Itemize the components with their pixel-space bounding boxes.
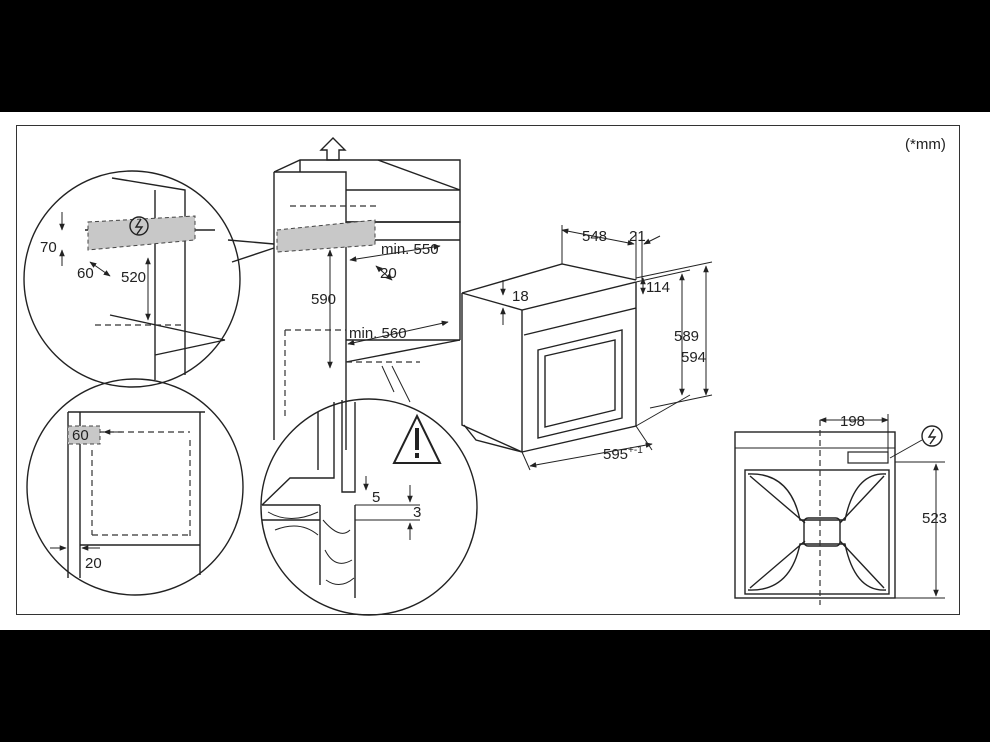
warning-triangle-icon [392, 413, 442, 464]
dim-520: 520 [121, 269, 146, 286]
diagram-frame [16, 125, 960, 615]
detail-bubble-top-left [23, 170, 275, 388]
dim-20-bottom: 20 [85, 555, 102, 572]
electrical-connection-icon-top-view [921, 425, 943, 447]
dim-594: 594 [681, 349, 706, 366]
dim-114: 114 [646, 279, 670, 296]
dim-548: 548 [582, 228, 607, 245]
dim-595-value: 595 [603, 446, 628, 463]
dim-60-top: 60 [77, 265, 94, 282]
electrical-connection-icon [129, 216, 149, 236]
dim-21: 21 [629, 228, 646, 245]
dim-18: 18 [512, 288, 529, 305]
cabinet-drawing [273, 137, 461, 450]
dim-min-560: min. 560 [349, 325, 407, 342]
dim-70: 70 [40, 239, 57, 256]
dim-5: 5 [372, 489, 380, 506]
units-note: (*mm) [905, 136, 946, 153]
dim-523: 523 [922, 510, 947, 527]
dim-595: 595+-1 [603, 445, 643, 463]
dim-60-bottom: 60 [72, 427, 89, 444]
dim-589: 589 [674, 328, 699, 345]
dim-3: 3 [413, 504, 421, 521]
dim-595-tolerance: +-1 [628, 445, 643, 456]
dim-min-550: min. 550 [381, 241, 439, 258]
dim-590: 590 [311, 291, 336, 308]
top-view-drawing [734, 414, 945, 605]
dim-20-top: 20 [380, 265, 397, 282]
up-arrow-icon [319, 137, 347, 161]
dim-198: 198 [840, 413, 865, 430]
detail-bubble-bottom-left [26, 378, 244, 596]
detail-bubble-bottom-center [260, 398, 478, 616]
oven-drawing [461, 225, 713, 471]
